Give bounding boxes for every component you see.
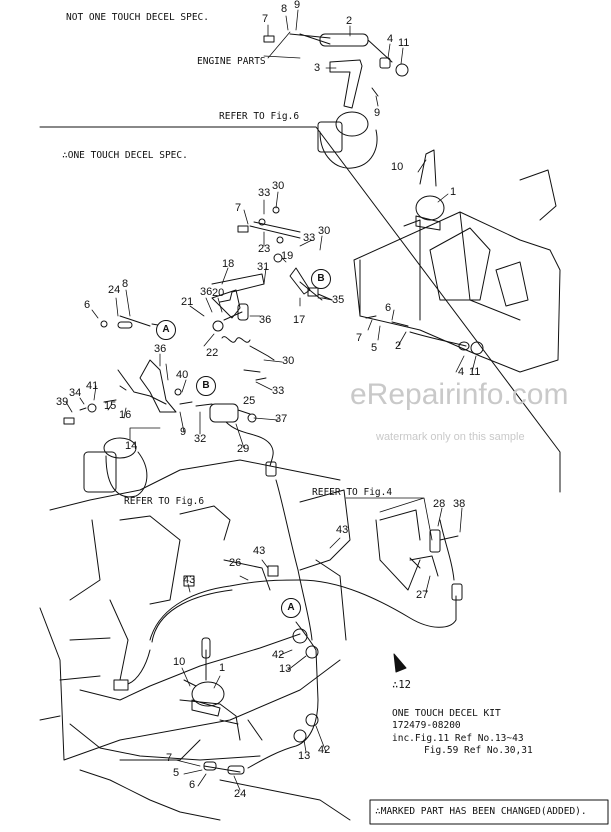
part-number: 8 xyxy=(122,278,129,290)
lower-lever-assembly xyxy=(183,637,225,717)
machine-body-right xyxy=(353,149,561,373)
decel-linkage-mid xyxy=(63,206,333,477)
part-number: 35 xyxy=(332,294,345,306)
part-number: 18 xyxy=(222,258,235,270)
part-number: 7 xyxy=(166,752,173,764)
part-number: 10 xyxy=(391,161,404,173)
not-one-touch-spec-note: NOT ONE TOUCH DECEL SPEC. xyxy=(66,12,209,23)
part-number: 7 xyxy=(235,202,242,214)
ref-12-arrow xyxy=(393,653,407,673)
part-number: 9 xyxy=(180,426,187,438)
part-number: 43 xyxy=(336,524,349,536)
refer-fig4-label: REFER TO Fig.4 xyxy=(312,487,393,498)
part-number: 36 xyxy=(200,286,213,298)
part-number: 37 xyxy=(275,413,288,425)
part-number: 27 xyxy=(416,589,429,601)
changed-part-note: ∴MARKED PART HAS BEEN CHANGED(ADDED). xyxy=(375,806,587,817)
part-number: 19 xyxy=(281,250,294,262)
ref-12-label: ∴12 xyxy=(392,679,411,691)
part-number: 42 xyxy=(318,744,331,756)
part-number: 20 xyxy=(212,287,225,299)
engine-linkage-top xyxy=(263,33,409,169)
part-number: 5 xyxy=(371,342,378,354)
pump-mid-left xyxy=(83,437,148,498)
part-number: 6 xyxy=(189,779,196,791)
part-number: 9 xyxy=(374,107,381,119)
part-number: 26 xyxy=(229,557,242,569)
part-number: 13 xyxy=(298,750,311,762)
refer-fig6-mid-label: REFER TO Fig.6 xyxy=(124,496,205,507)
part-number: 36 xyxy=(154,343,167,355)
part-number: 33 xyxy=(272,385,285,397)
part-number: 5 xyxy=(173,767,180,779)
kit-note-box xyxy=(369,799,609,825)
part-number: 43 xyxy=(253,545,266,557)
part-number: 28 xyxy=(433,498,446,510)
watermark-brand: eRepairinfo.com xyxy=(350,378,569,411)
part-number: 32 xyxy=(194,433,207,445)
leader-lines xyxy=(65,9,477,791)
part-number: 7 xyxy=(356,332,363,344)
part-number: 1 xyxy=(219,662,226,674)
callout-a-lower: A xyxy=(281,598,301,618)
part-number: 9 xyxy=(294,0,301,11)
part-number: 4 xyxy=(387,33,394,45)
part-number: 6 xyxy=(84,299,91,311)
part-number: 3 xyxy=(314,62,321,74)
part-number: 11 xyxy=(469,366,481,378)
part-number: 33 xyxy=(258,187,271,199)
part-number: 25 xyxy=(243,395,256,407)
part-number: 17 xyxy=(293,314,306,326)
kit-includes-line2: Fig.59 Ref No.30,31 xyxy=(424,745,533,756)
part-number: 34 xyxy=(69,387,82,399)
part-number: 33 xyxy=(303,232,316,244)
decel-cable xyxy=(113,479,463,775)
part-number: 24 xyxy=(234,788,247,800)
part-number: 2 xyxy=(346,15,353,27)
part-number: 11 xyxy=(398,37,410,49)
part-number: 30 xyxy=(272,180,285,192)
part-number: 31 xyxy=(257,261,270,273)
part-number: 30 xyxy=(282,355,295,367)
engine-parts-label: ENGINE PARTS xyxy=(197,56,266,67)
part-number: 40 xyxy=(176,369,189,381)
part-number: 23 xyxy=(258,243,271,255)
part-number: 2 xyxy=(395,340,402,352)
part-number: 29 xyxy=(237,443,250,455)
part-number: 4 xyxy=(458,366,465,378)
callout-b-upper: B xyxy=(311,269,331,289)
kit-title: ONE TOUCH DECEL KIT xyxy=(392,708,501,719)
part-number: 13 xyxy=(279,663,292,675)
part-number: 21 xyxy=(181,296,194,308)
part-number: 6 xyxy=(385,302,392,314)
part-number: 8 xyxy=(281,3,288,15)
machine-body-lower xyxy=(39,459,421,821)
part-number: 16 xyxy=(119,409,132,421)
part-number: 22 xyxy=(206,347,219,359)
callout-a-left: A xyxy=(156,320,176,340)
part-number: 30 xyxy=(318,225,331,237)
part-number: 14 xyxy=(125,440,138,452)
part-number: 43 xyxy=(183,574,196,586)
part-number: 38 xyxy=(453,498,466,510)
refer-fig6-top-label: REFER TO Fig.6 xyxy=(219,111,300,122)
part-number: 24 xyxy=(108,284,121,296)
bracket-right xyxy=(409,529,459,577)
part-number: 41 xyxy=(86,380,99,392)
one-touch-spec-note: ∴ONE TOUCH DECEL SPEC. xyxy=(62,150,188,161)
part-number: 15 xyxy=(104,400,117,412)
part-number: 7 xyxy=(262,13,269,25)
kit-part-number: 172479-08200 xyxy=(392,720,461,731)
part-number: 1 xyxy=(450,186,457,198)
part-number: 10 xyxy=(173,656,186,668)
kit-includes-line1: inc.Fig.11 Ref No.13~43 xyxy=(392,733,524,744)
part-number: 42 xyxy=(272,649,285,661)
part-number: 39 xyxy=(56,396,69,408)
watermark-sample-note: watermark only on this sample xyxy=(376,431,525,443)
part-number: 36 xyxy=(259,314,272,326)
callout-b-lower: B xyxy=(196,376,216,396)
